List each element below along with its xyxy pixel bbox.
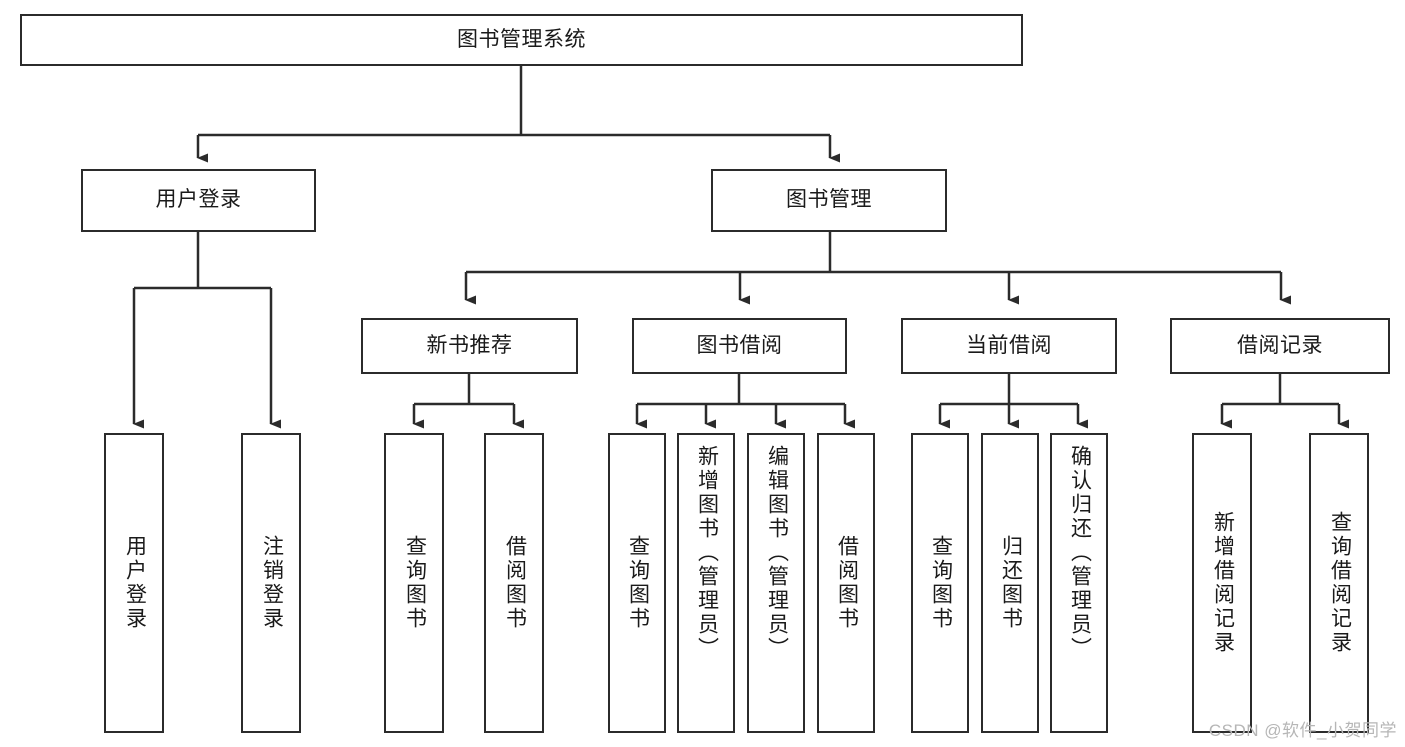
node-leaf-query-book-1-label: 查询图书 — [403, 535, 427, 631]
node-leaf-add-record[interactable]: 新增借阅记录 — [1192, 433, 1252, 733]
node-borrow-record[interactable]: 借阅记录 — [1170, 318, 1390, 374]
node-leaf-user-logout-label: 注销登录 — [260, 535, 284, 631]
node-leaf-return-book-label: 归还图书 — [999, 535, 1023, 631]
node-leaf-add-book-label: 新增图书（管理员） — [695, 445, 719, 661]
node-root-label: 图书管理系统 — [457, 27, 586, 51]
node-current-borrow-label: 当前借阅 — [966, 333, 1052, 357]
node-leaf-confirm-return-label: 确认归还（管理员） — [1068, 445, 1092, 661]
node-leaf-query-record[interactable]: 查询借阅记录 — [1309, 433, 1369, 733]
node-book-borrow-label: 图书借阅 — [696, 333, 783, 357]
node-leaf-query-record-label: 查询借阅记录 — [1328, 511, 1352, 655]
node-leaf-edit-book[interactable]: 编辑图书（管理员） — [747, 433, 805, 733]
node-book-borrow[interactable]: 图书借阅 — [632, 318, 847, 374]
node-borrow-record-label: 借阅记录 — [1237, 333, 1323, 357]
node-leaf-user-logout[interactable]: 注销登录 — [241, 433, 301, 733]
node-leaf-query-book-3-label: 查询图书 — [929, 535, 953, 631]
csdn-watermark: CSDN @软件_小贺同学 — [1208, 721, 1397, 740]
node-leaf-return-book[interactable]: 归还图书 — [981, 433, 1039, 733]
node-user-login-label: 用户登录 — [155, 188, 242, 212]
node-leaf-confirm-return[interactable]: 确认归还（管理员） — [1050, 433, 1108, 733]
node-root[interactable]: 图书管理系统 — [20, 14, 1023, 66]
node-leaf-query-book-2[interactable]: 查询图书 — [608, 433, 666, 733]
node-new-book-recommend[interactable]: 新书推荐 — [361, 318, 578, 374]
node-book-manage-label: 图书管理 — [786, 188, 872, 212]
node-leaf-borrow-book-2[interactable]: 借阅图书 — [817, 433, 875, 733]
node-book-manage[interactable]: 图书管理 — [711, 169, 947, 232]
node-leaf-query-book-1[interactable]: 查询图书 — [384, 433, 444, 733]
node-current-borrow[interactable]: 当前借阅 — [901, 318, 1117, 374]
node-leaf-add-book[interactable]: 新增图书（管理员） — [677, 433, 735, 733]
node-leaf-query-book-3[interactable]: 查询图书 — [911, 433, 969, 733]
node-leaf-borrow-book-2-label: 借阅图书 — [835, 535, 859, 631]
node-leaf-query-book-2-label: 查询图书 — [626, 535, 650, 631]
node-leaf-edit-book-label: 编辑图书（管理员） — [765, 445, 789, 661]
node-leaf-borrow-book-1-label: 借阅图书 — [503, 535, 527, 631]
node-leaf-user-login-label: 用户登录 — [123, 535, 147, 631]
node-leaf-user-login[interactable]: 用户登录 — [104, 433, 164, 733]
node-leaf-borrow-book-1[interactable]: 借阅图书 — [484, 433, 544, 733]
node-leaf-add-record-label: 新增借阅记录 — [1211, 511, 1235, 655]
node-user-login[interactable]: 用户登录 — [81, 169, 316, 232]
node-new-book-recommend-label: 新书推荐 — [426, 333, 513, 357]
